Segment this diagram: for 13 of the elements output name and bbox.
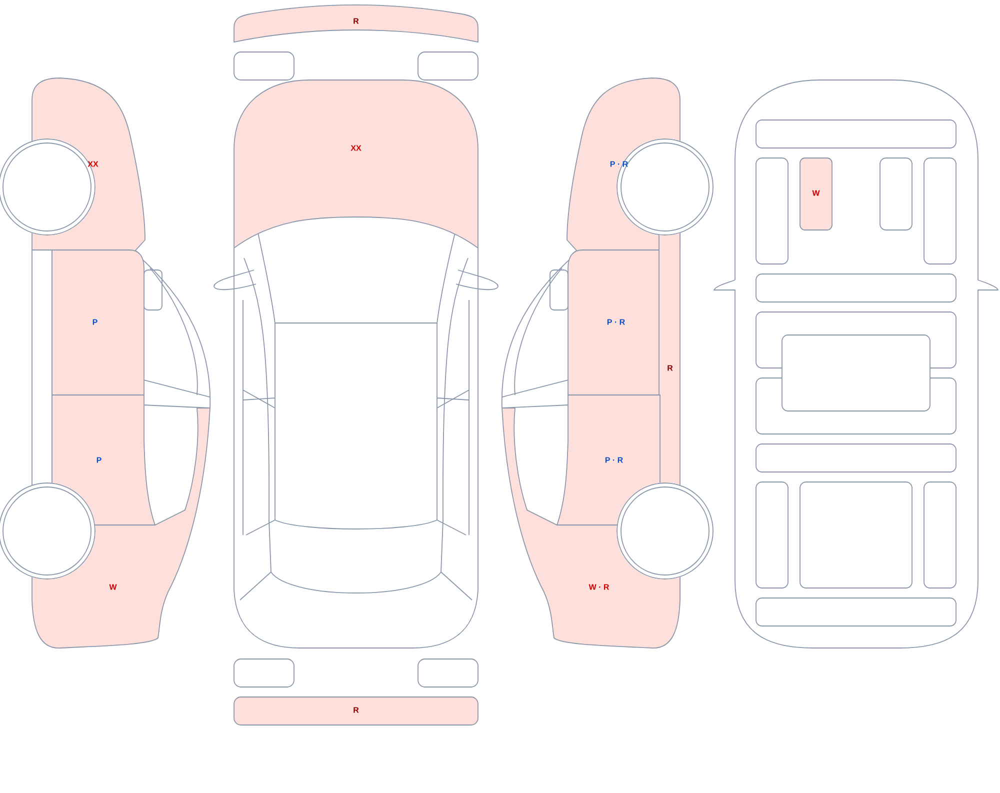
panel: XX <box>234 80 478 248</box>
panel: P · R <box>566 78 680 252</box>
node-label: W · R <box>588 584 610 590</box>
node-label: W <box>109 584 117 590</box>
panel: R <box>234 696 478 726</box>
panel: XX <box>32 78 146 252</box>
node-label: P <box>96 457 102 463</box>
panel: P <box>52 250 144 396</box>
panel: R <box>234 4 478 42</box>
panel: P · R <box>568 250 660 396</box>
node-label: P · R <box>607 319 625 325</box>
node-label: R <box>668 365 673 371</box>
panel: W <box>800 158 832 230</box>
